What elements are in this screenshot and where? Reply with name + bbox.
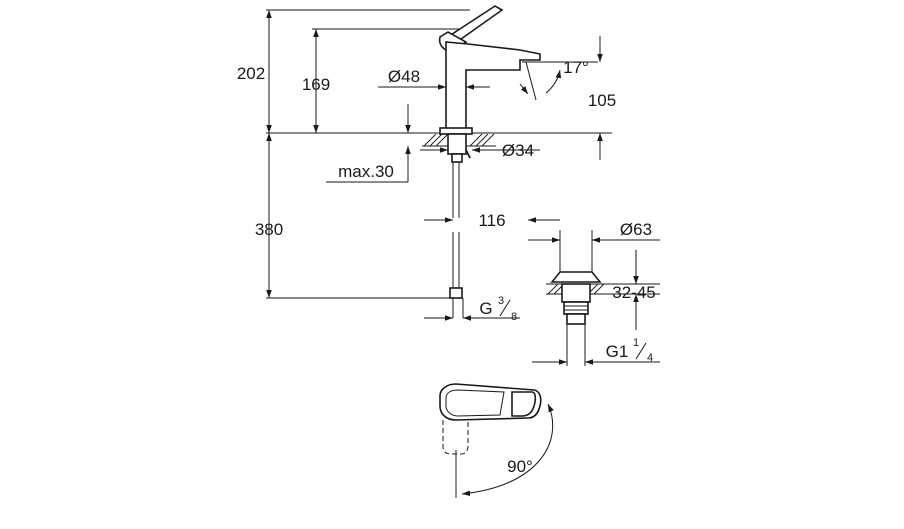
dim-thread-waste-den: 4 — [647, 352, 653, 364]
dim-waste-range: 32-45 — [612, 283, 655, 302]
dim-height-spout: 169 — [302, 75, 330, 94]
dim-spout-reach: 105 — [588, 91, 616, 110]
dim-thread-hose: G — [479, 299, 492, 318]
lever-top-view: 90° — [439, 383, 554, 498]
faucet-base — [439, 127, 473, 135]
dim-thread-hose-den: 8 — [511, 311, 517, 323]
dim-height-total: 202 — [237, 64, 265, 83]
dim-waste-offset: 116 — [478, 211, 505, 230]
dim-lever-angle: 90° — [507, 457, 533, 476]
dim-hole-diameter: Ø34 — [502, 141, 534, 160]
dim-spout-angle: 17° — [563, 58, 589, 77]
waste-assembly: Ø63 32-45 G1 1 4 — [528, 220, 660, 366]
dim-thread-waste: G1 — [606, 342, 629, 361]
flex-hose — [449, 162, 464, 318]
dim-thread-waste-num: 1 — [633, 337, 639, 349]
dim-waste-diameter: Ø63 — [620, 220, 652, 239]
dim-hose-length: 380 — [255, 220, 283, 239]
deck-hatch — [422, 133, 496, 147]
faucet-body — [445, 41, 541, 133]
faucet-elevation: 202 169 Ø48 max.30 Ø34 17° 105 380 — [237, 5, 616, 323]
dim-body-diameter: Ø48 — [388, 67, 420, 86]
dim-thread-hose-num: 3 — [498, 295, 504, 307]
dim-max-deck: max.30 — [338, 162, 394, 181]
